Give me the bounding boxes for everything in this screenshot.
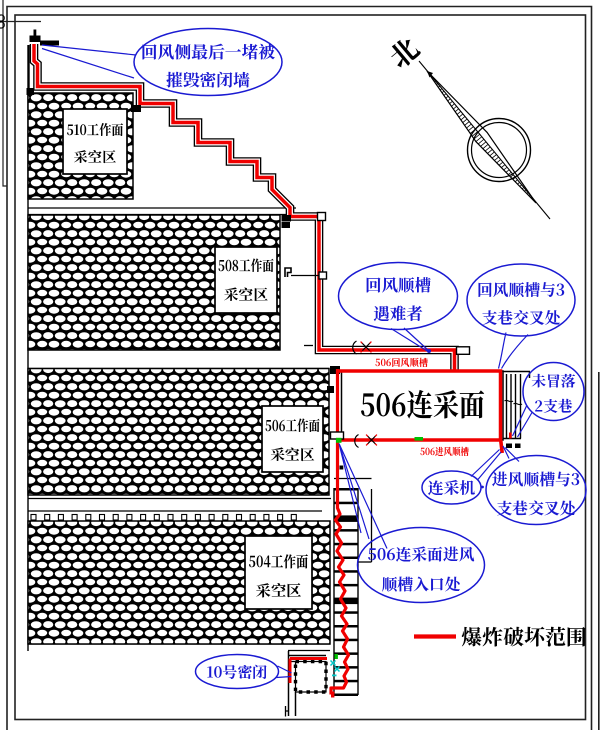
green-mark-seal10 [334, 654, 338, 659]
callout-destroyed-seal-bubble [133, 27, 283, 97]
green-mark-intake [414, 437, 423, 441]
callout-uncollapsed-bubble [522, 361, 585, 422]
face-506-box [340, 370, 504, 441]
stopping-symbol-return [455, 346, 471, 355]
callout-return-cross-line1: 回风顺槽与3 [477, 278, 565, 301]
callout-miner-bubble [421, 470, 482, 505]
compass-circle-inner [470, 121, 528, 179]
callout-intake-cross: 进风顺槽与3 支巷交叉处 [485, 445, 587, 526]
callout-return-cross-bubble [466, 263, 576, 337]
callout-destroyed-seal-line2: 摧毁密闭墙 [166, 67, 250, 91]
branch-lanes-2 [500, 370, 531, 448]
destroyed-seal-symbol [26, 29, 59, 95]
intake-airway-label: 506进风顺槽 [420, 444, 469, 458]
callout-intake-cross-bubble [485, 454, 587, 526]
callout-uncollapsed-line1: 未冒落 [531, 371, 576, 392]
callout-destroyed-seal-line1: 回风侧最后一堵被 [141, 39, 275, 63]
callout-intake-cross-line1: 进风顺槽与3 [491, 467, 580, 490]
callout-uncollapsed: 未冒落 2支巷 [511, 361, 585, 438]
inner-border [14, 14, 587, 721]
callout-return-cross-line2: 支巷交叉处 [482, 306, 561, 329]
support-teeth-row [30, 513, 297, 521]
stopping-symbol-508 [318, 271, 328, 280]
face-506-label: 506连采面 [360, 381, 485, 425]
green-mark-inlet [336, 437, 342, 443]
stepped-return-roadway [29, 44, 459, 371]
seal-blocks [131, 105, 344, 470]
legend-label: 爆炸破坏范围 [461, 622, 587, 652]
return-airway-label: 506回风顺槽 [375, 355, 428, 369]
callout-miner: 连采机 [421, 449, 502, 505]
compass-circle-outer [466, 117, 532, 183]
callout-seal10-bubble [194, 653, 280, 690]
callout-victims-line1: 回风顺槽 [365, 272, 431, 296]
callout-victims-bubble [337, 261, 459, 331]
callout-inlet-line2: 顺槽入口处 [382, 572, 461, 595]
callout-return-cross: 回风顺槽与3 支巷交叉处 [466, 263, 576, 369]
callout-seal10: 10号密闭 [194, 653, 292, 690]
damage-range-line-intake [329, 369, 351, 695]
goaf-label-g506-line1: 506工作面 [265, 415, 320, 436]
goaf-label-g504-line2: 采空区 [256, 580, 302, 601]
legend: 爆炸破坏范围 [414, 622, 587, 652]
face-506 [329, 369, 504, 695]
compass-needle [426, 70, 537, 204]
damage-range-line-upper [32, 44, 457, 371]
edge-glyph [0, 14, 5, 29]
cyan-mark-2 [333, 665, 341, 673]
callout-miner-label: 连采机 [428, 476, 476, 499]
callout-uncollapsed-line2: 2支巷 [534, 396, 573, 417]
goaf-label-g508-line1: 508工作面 [218, 255, 274, 276]
callout-seal10-label: 10号密闭 [207, 662, 268, 683]
callout-victims-line2: 遇难者 [373, 301, 423, 325]
goaf-label-g508-line2: 采空区 [224, 284, 269, 305]
callout-inlet-bubble [356, 526, 486, 604]
callout-inlet-line1: 506连采面进风 [367, 542, 474, 565]
compass-north-label: 北 [380, 28, 427, 77]
north-compass: 北 [380, 28, 551, 220]
sensor-marks [329, 437, 423, 677]
goaf-label-g510-line1: 510工作面 [67, 120, 124, 140]
goaf-label-g510-line2: 采空区 [74, 147, 117, 167]
cyan-mark-1 [329, 659, 337, 667]
callout-intake-cross-line2: 支巷交叉处 [497, 496, 576, 519]
corner-box-508 [316, 211, 327, 222]
goaf-label-g506-line2: 采空区 [270, 444, 315, 465]
survey-marks [352, 340, 378, 449]
entry-seal10-area [284, 651, 335, 717]
goaf-label-g504-line1: 504工作面 [249, 551, 309, 572]
damage-range-line-seal10 [288, 657, 327, 683]
